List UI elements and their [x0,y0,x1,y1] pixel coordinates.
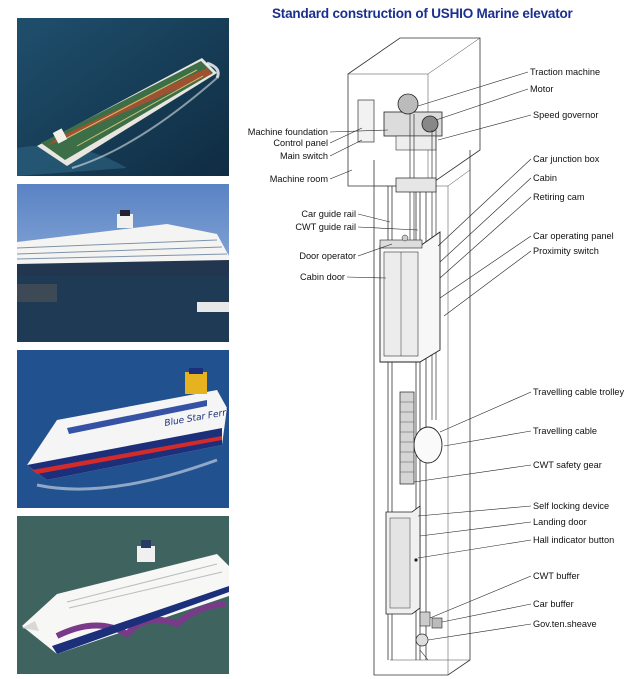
label-traction-machine: Traction machine [530,67,600,77]
label-proximity-switch: Proximity switch [533,246,599,256]
counterweight-shape [399,391,415,485]
right-labels: Traction machine Motor Speed governor Ca… [413,67,624,641]
label-car-guide-rail: Car guide rail [301,209,356,219]
label-travelling-cable-trolley: Travelling cable trolley [533,387,624,397]
label-motor: Motor [530,84,554,94]
label-main-switch: Main switch [280,151,328,161]
tanker-ship-photo [17,18,229,176]
label-self-locking-device: Self locking device [533,501,609,511]
label-speed-governor: Speed governor [533,110,598,120]
left-labels: Machine foundation Control panel Main sw… [248,127,419,282]
label-cwt-buffer: CWT buffer [533,571,580,581]
traction-machine-shape [383,93,443,151]
white-cruise-ship-photo [17,516,229,674]
diagram-title: Standard construction of USHIO Marine el… [272,6,573,21]
label-cwt-guide-rail: CWT guide rail [295,222,356,232]
hoistway-shaft [373,150,471,676]
label-cabin: Cabin [533,173,557,183]
label-gov-ten-sheave: Gov.ten.sheave [533,619,597,629]
label-landing-door: Landing door [533,517,587,527]
label-car-junction-box: Car junction box [533,154,600,164]
label-car-buffer: Car buffer [533,599,574,609]
travelling-cable-loop [413,426,443,464]
label-machine-foundation: Machine foundation [248,127,328,137]
label-cwt-safety-gear: CWT safety gear [533,460,602,470]
buffers-shape [415,611,443,661]
cruise-ship-in-port-photo [17,184,229,342]
label-machine-room: Machine room [270,174,329,184]
label-door-operator: Door operator [299,251,356,261]
landing-door-shape [385,505,421,615]
cabin-shape [379,231,441,363]
control-panel-shape [357,99,375,143]
blue-star-ferry-photo: Blue Star Ferri [17,350,229,508]
label-retiring-cam: Retiring cam [533,192,585,202]
label-control-panel: Control panel [273,138,328,148]
label-car-operating-panel: Car operating panel [533,231,614,241]
label-cabin-door: Cabin door [300,272,345,282]
label-travelling-cable: Travelling cable [533,426,597,436]
label-hall-indicator-button: Hall indicator button [533,535,614,545]
